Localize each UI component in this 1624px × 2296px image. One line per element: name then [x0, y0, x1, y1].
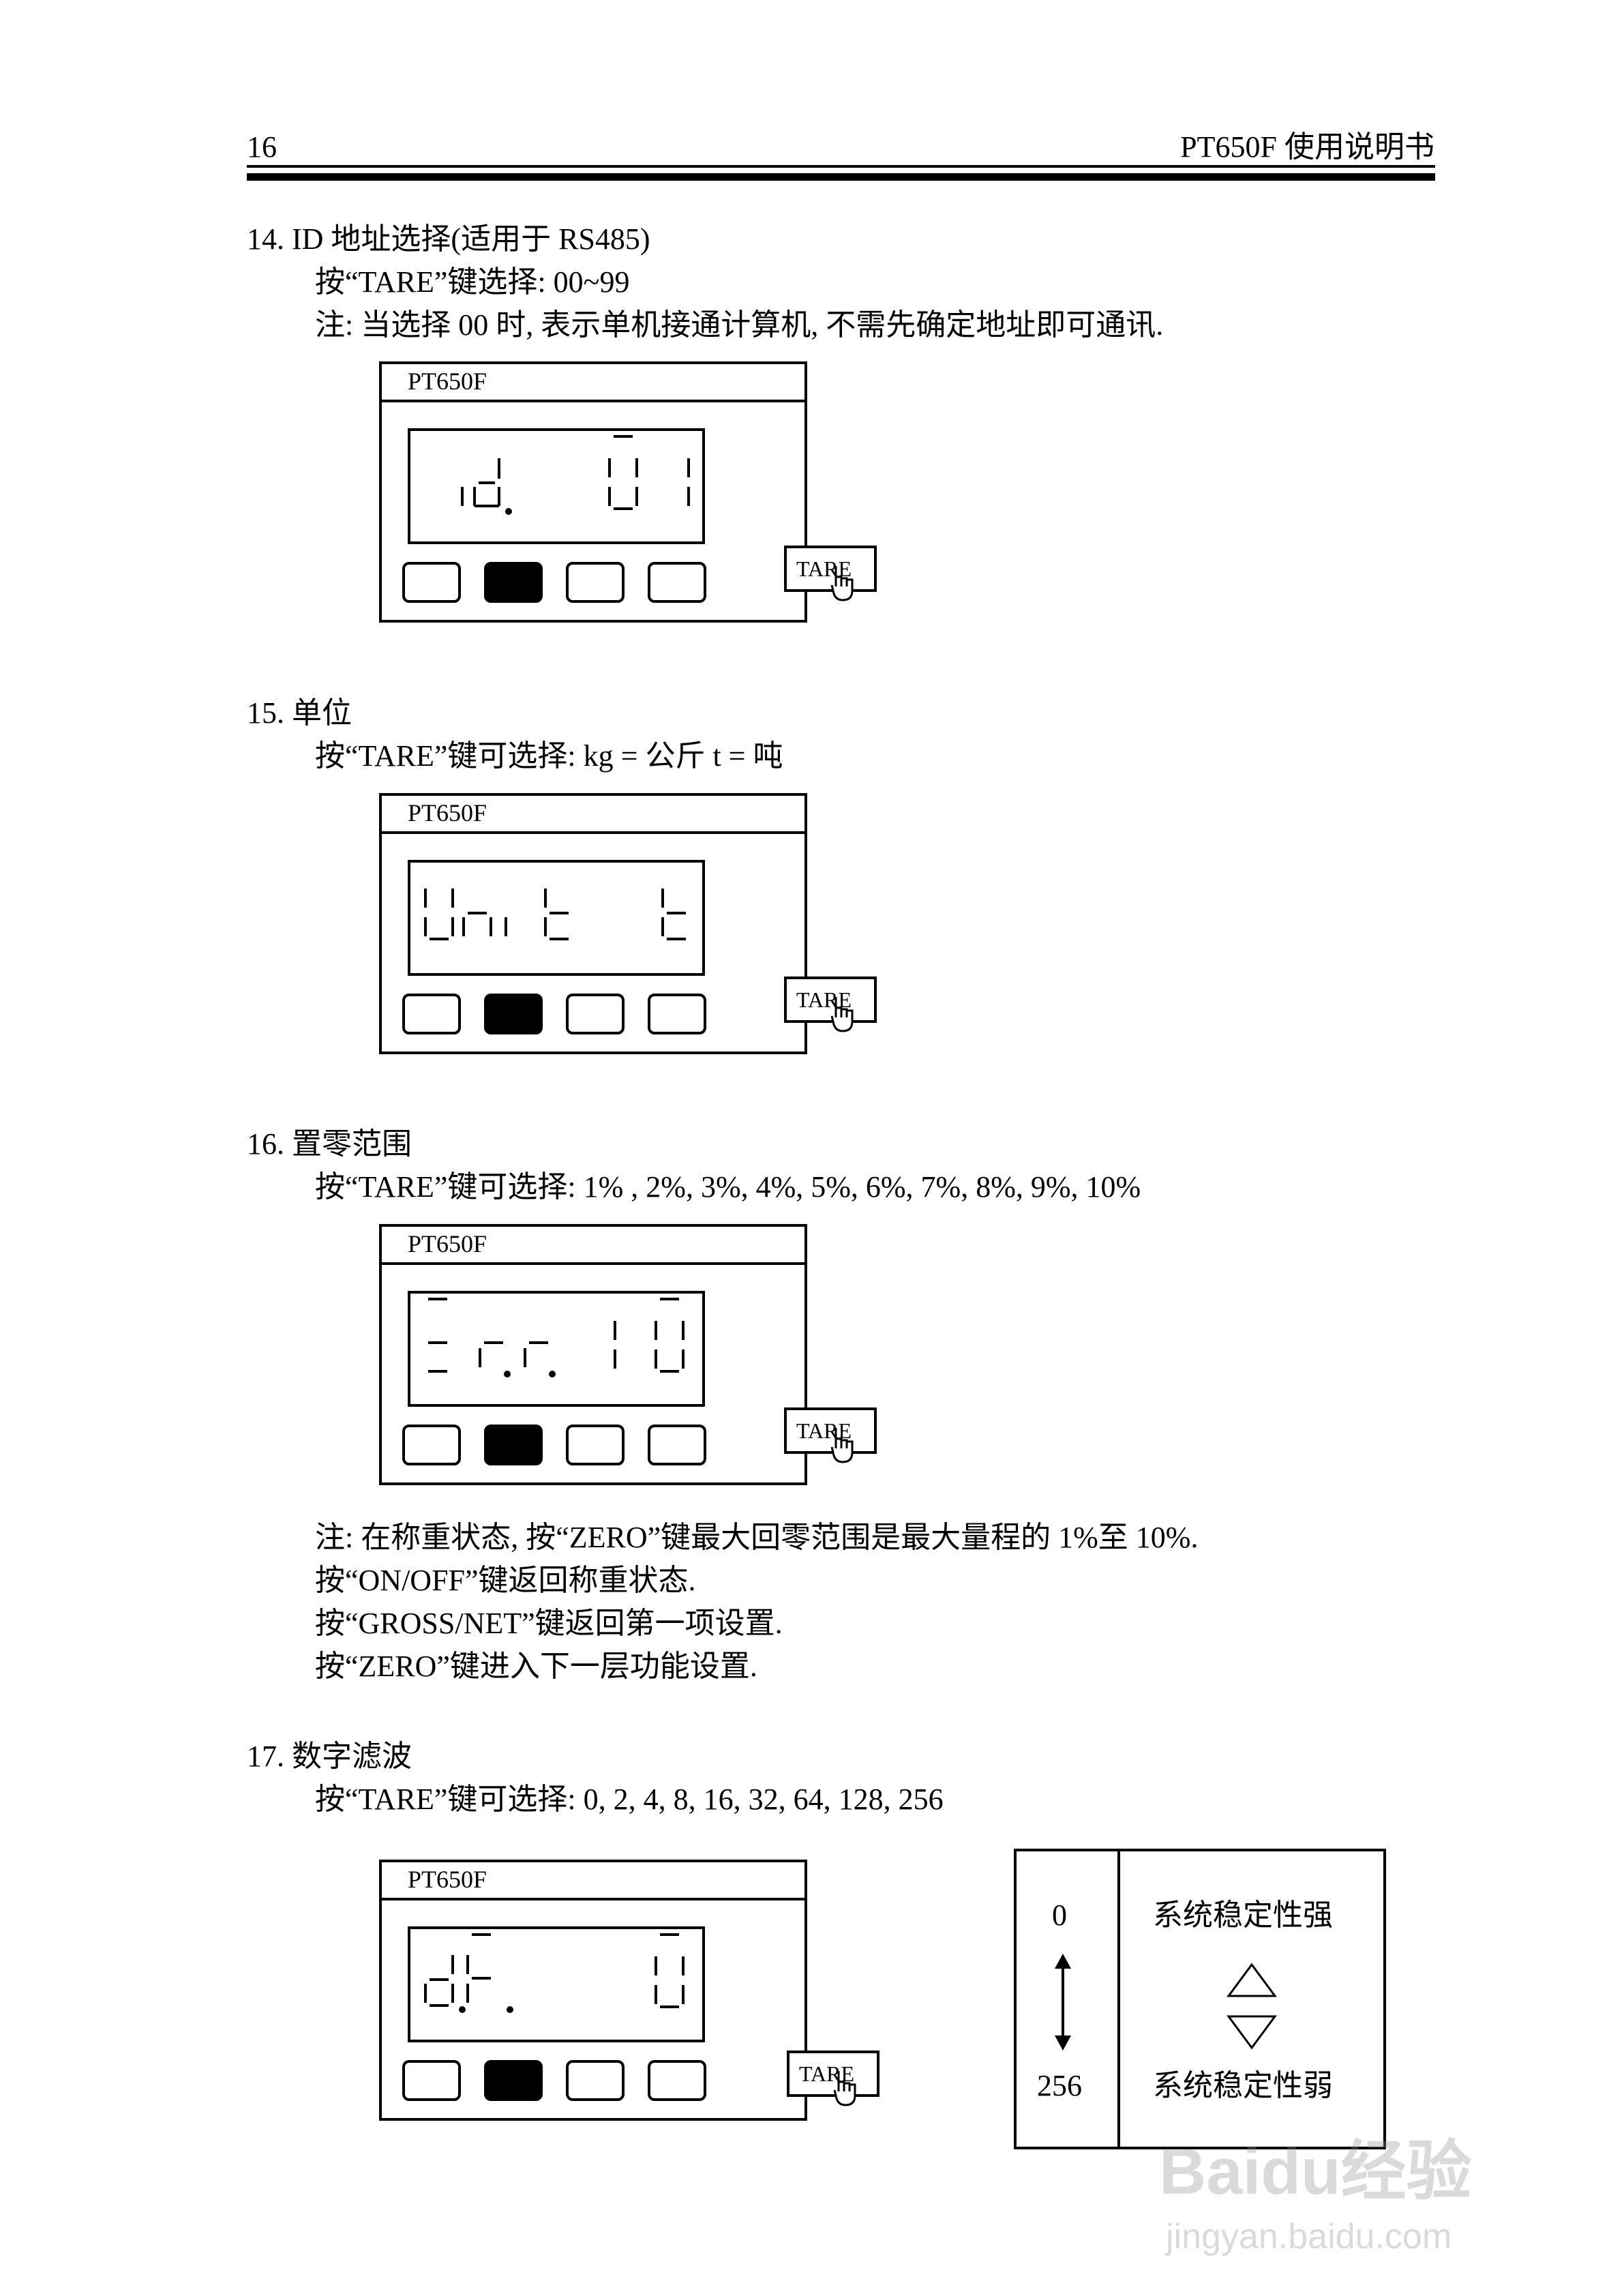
page-number: 16 [247, 130, 277, 164]
document-title: PT650F 使用说明书 [1180, 130, 1434, 164]
lcd-screen [408, 1291, 705, 1407]
section-16-note-2: 按“ON/OFF”键返回称重状态. [315, 1564, 696, 1597]
section-16-note-1: 注: 在称重状态, 按“ZERO”键最大回零范围是最大量程的 1%至 10%. [315, 1521, 1199, 1554]
section-14-note: 注: 当选择 00 时, 表示单机接通计算机, 不需先确定地址即可通讯. [315, 308, 1164, 342]
watermark-url: jingyan.baidu.com [1166, 2217, 1452, 2256]
key-4[interactable] [648, 562, 706, 603]
device-panel-filter: PT650F [379, 1860, 807, 2121]
triangle-up-icon [1227, 1963, 1277, 1997]
lcd-screen [408, 860, 705, 976]
device-model-label: PT650F [408, 1230, 487, 1257]
table-divider [1117, 1851, 1120, 2147]
key-3[interactable] [566, 994, 625, 1034]
key-3[interactable] [566, 2060, 625, 2101]
device-divider [382, 831, 805, 834]
device-divider [382, 1262, 805, 1265]
tare-key-highlighted[interactable] [484, 994, 543, 1034]
section-14-line: 按“TARE”键选择: 00~99 [315, 265, 630, 299]
key-4[interactable] [648, 994, 706, 1034]
tare-key-highlighted[interactable] [484, 2060, 543, 2101]
key-4[interactable] [648, 2060, 706, 2101]
header-rule-thin [247, 165, 1435, 168]
device-model-label: PT650F [408, 1866, 487, 1893]
section-16-note-3: 按“GROSS/NET”键返回第一项设置. [315, 1607, 783, 1640]
tare-key-highlighted[interactable] [484, 562, 543, 603]
device-divider [382, 1898, 805, 1900]
lcd-display-unit [424, 889, 686, 940]
section-16-note-4: 按“ZERO”键进入下一层功能设置. [315, 1650, 757, 1683]
section-17-heading: 17. 数字滤波 [247, 1740, 412, 1773]
filter-max-value: 256 [1037, 2069, 1082, 2102]
tare-key-highlighted[interactable] [484, 1425, 543, 1465]
lcd-screen [408, 428, 705, 544]
key-1[interactable] [402, 2060, 461, 2101]
filter-strength-table: 0 256 系统稳定性强 系统稳定性弱 [1014, 1849, 1386, 2149]
lcd-screen [408, 1926, 705, 2042]
hand-pointer-icon [830, 1428, 854, 1463]
header-rule-thick [247, 173, 1435, 181]
double-arrow-icon [1055, 1954, 1071, 2051]
device-divider [382, 400, 805, 402]
key-4[interactable] [648, 1425, 706, 1465]
key-1[interactable] [402, 562, 461, 603]
tare-callout: TARE [787, 2051, 879, 2106]
device-model-label: PT650F [408, 368, 487, 395]
filter-min-value: 0 [1052, 1898, 1067, 1932]
watermark-brand: Baidu经验 [1159, 2135, 1472, 2208]
device-panel-unit: PT650F [379, 793, 807, 1054]
stability-weak-label: 系统稳定性弱 [1153, 2069, 1333, 2102]
triangle-down-icon [1227, 2015, 1277, 2050]
lcd-display-zrr10 [428, 1298, 685, 1377]
tare-callout: TARE [784, 546, 877, 601]
device-model-label: PT650F [408, 799, 487, 826]
lcd-display-df0 [424, 1933, 685, 2013]
key-3[interactable] [566, 1425, 625, 1465]
key-1[interactable] [402, 1425, 461, 1465]
section-15-heading: 15. 单位 [247, 696, 352, 730]
section-14-heading: 14. ID 地址选择(适用于 RS485) [247, 222, 650, 256]
key-3[interactable] [566, 562, 625, 603]
section-16-line: 按“TARE”键可选择: 1% , 2%, 3%, 4%, 5%, 6%, 7%… [315, 1170, 1141, 1204]
section-17-line: 按“TARE”键可选择: 0, 2, 4, 8, 16, 32, 64, 128… [315, 1783, 944, 1816]
section-16-heading: 16. 置零范围 [247, 1127, 412, 1161]
section-15-line: 按“TARE”键可选择: kg = 公斤 t = 吨 [315, 739, 783, 773]
lcd-display-id01 [461, 435, 690, 515]
hand-pointer-icon [830, 566, 854, 601]
hand-pointer-icon [833, 2071, 856, 2106]
key-1[interactable] [402, 994, 461, 1034]
device-panel-zero-range: PT650F [379, 1224, 807, 1485]
device-panel-id: PT650F [379, 361, 807, 623]
tare-callout: TARE [784, 976, 877, 1032]
stability-strong-label: 系统稳定性强 [1153, 1898, 1333, 1932]
tare-callout: TARE [784, 1407, 877, 1463]
hand-pointer-icon [830, 997, 854, 1032]
